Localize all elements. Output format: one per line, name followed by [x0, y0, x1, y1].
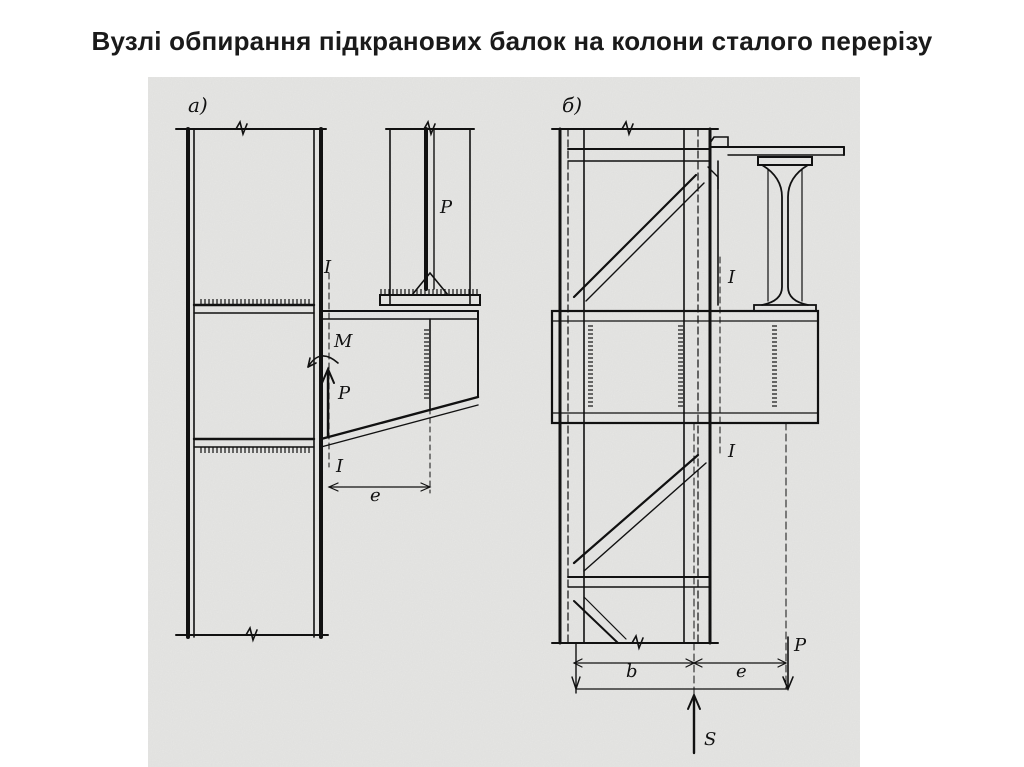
engineering-drawing: а) I I P M P e [148, 77, 860, 767]
view-a-eccentricity-label: e [370, 485, 381, 506]
view-a-section-mark-top: I [323, 257, 332, 278]
view-b-section-mark-bottom: I [727, 441, 736, 462]
view-a-load-label: P [439, 197, 453, 218]
view-a-moment-label: M [333, 331, 353, 352]
view-a-force-label: P [337, 383, 351, 404]
view-b [550, 119, 845, 755]
view-b-section-mark-top: I [727, 267, 736, 288]
view-b-load-label: P [793, 635, 807, 656]
drawing-svg: а) I I P M P e [148, 77, 860, 767]
view-b-width-label: b [626, 661, 638, 682]
slide-title: Вузлі обпирання підкранових балок на кол… [91, 26, 933, 56]
view-a [175, 119, 481, 643]
view-b-eccentricity-label: e [736, 661, 747, 682]
view-a-label: а) [188, 93, 208, 117]
view-a-section-mark-bottom: I [335, 456, 344, 477]
view-b-reaction-label: S [704, 729, 716, 750]
view-b-label: б) [562, 93, 582, 117]
